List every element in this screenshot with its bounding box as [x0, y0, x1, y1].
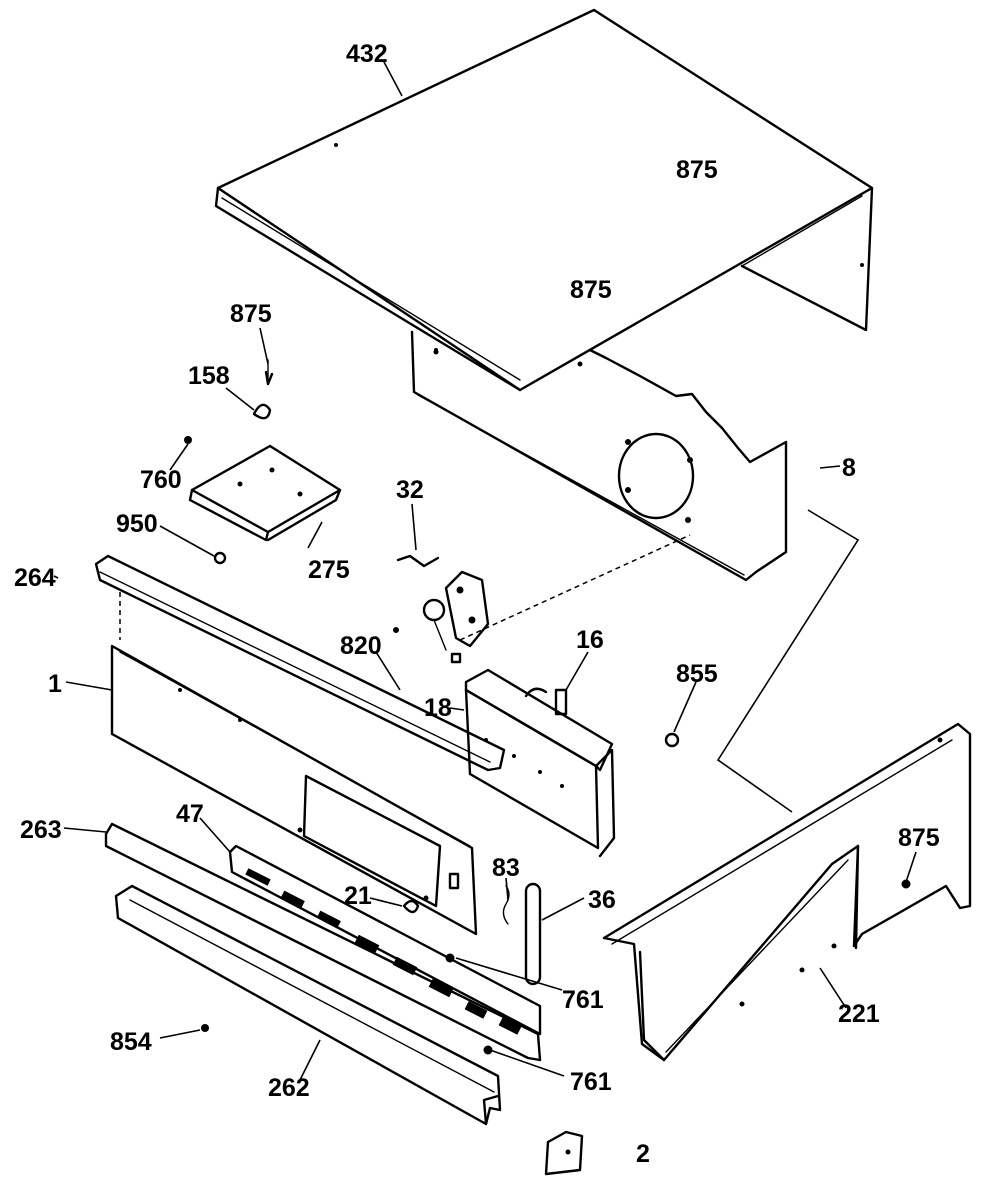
label-264: 264: [14, 564, 56, 592]
label-263: 263: [20, 816, 62, 844]
label-32: 32: [396, 476, 424, 504]
label-760: 760: [140, 466, 182, 494]
trim-strip-264: [94, 554, 506, 772]
label-21: 21: [344, 882, 372, 910]
top-panel-432: [214, 8, 874, 392]
label-761-upper: 761: [562, 986, 604, 1014]
assembly-line: [716, 509, 860, 813]
control-panel-1: [110, 644, 478, 936]
label-432: 432: [346, 40, 388, 68]
label-950: 950: [116, 510, 158, 538]
label-16: 16: [576, 626, 604, 654]
label-875-mid: 875: [570, 276, 612, 304]
label-875-right: 875: [898, 824, 940, 852]
label-18: 18: [424, 694, 452, 722]
leader-lines: [53, 61, 917, 1081]
label-221: 221: [838, 1000, 880, 1028]
label-262: 262: [268, 1074, 310, 1102]
label-854: 854: [110, 1028, 152, 1056]
label-820: 820: [340, 632, 382, 660]
label-47: 47: [176, 800, 204, 828]
small-fasteners: [184, 359, 680, 1032]
control-plate-47: [104, 822, 542, 1062]
side-bracket-221: [602, 722, 972, 1062]
misc-small-parts: [402, 882, 542, 1055]
label-1: 1: [48, 670, 62, 698]
label-83: 83: [492, 854, 520, 882]
display-module-16: [464, 668, 616, 858]
panel-key-marks: [245, 868, 522, 1035]
rear-panel-8: [410, 330, 788, 582]
clock-motor-32: [393, 534, 691, 664]
label-875-top: 875: [676, 156, 718, 184]
bracket-275: [188, 444, 342, 542]
label-158: 158: [188, 362, 230, 390]
label-875-small: 875: [230, 300, 272, 328]
label-2: 2: [636, 1140, 650, 1168]
label-761-lower: 761: [570, 1068, 612, 1096]
part-labels: 432 875 875 875 158 760 8 32 950 275 264…: [14, 40, 940, 1168]
label-8: 8: [842, 454, 856, 482]
bottom-trim-262: [114, 884, 502, 1126]
bracket-2: [544, 1130, 584, 1176]
label-36: 36: [588, 886, 616, 914]
label-855: 855: [676, 660, 718, 688]
label-275: 275: [308, 556, 350, 584]
